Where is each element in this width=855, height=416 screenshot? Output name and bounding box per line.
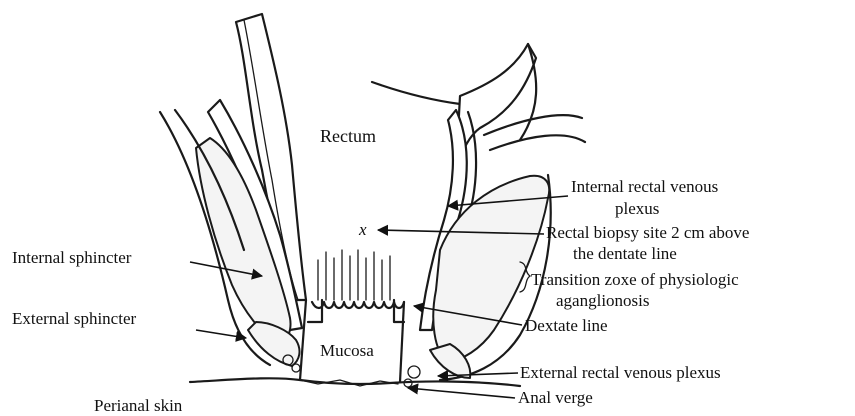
biopsy-x-mark: x	[358, 220, 367, 239]
right-rectal-wall	[372, 44, 585, 387]
label-external-plexus: External rectal venous plexus	[520, 363, 721, 382]
label-biopsy-line1: Rectal biopsy site 2 cm above	[546, 223, 749, 242]
label-rectum: Rectum	[320, 126, 376, 146]
label-dentate-line: Dextate line	[525, 316, 608, 335]
label-internal-plexus-line1: Internal rectal venous	[571, 177, 718, 196]
label-anal-verge: Anal verge	[518, 388, 593, 407]
arrow-anal-verge	[408, 388, 515, 398]
label-perianal-skin: Perianal skin	[94, 396, 183, 415]
label-external-sphincter: External sphincter	[12, 309, 136, 328]
left-rectal-wall	[160, 14, 306, 372]
label-biopsy-line2: the dentate line	[573, 244, 677, 263]
label-transition-line2: aganglionosis	[556, 291, 650, 310]
arrow-external-plexus	[438, 373, 518, 376]
label-transition-line1: Transition zoxe of physiologic	[531, 270, 739, 289]
label-internal-plexus-line2: plexus	[615, 199, 659, 218]
label-internal-sphincter: Internal sphincter	[12, 248, 132, 267]
label-mucosa: Mucosa	[320, 341, 374, 360]
